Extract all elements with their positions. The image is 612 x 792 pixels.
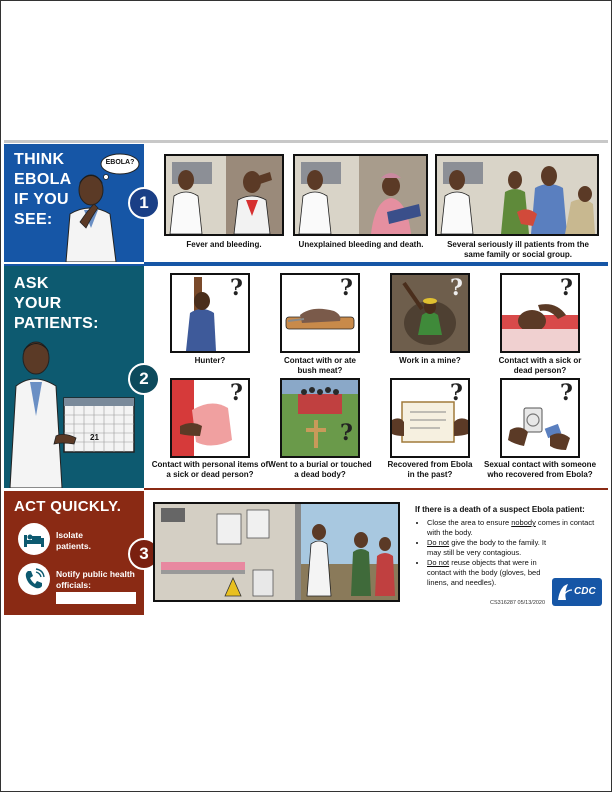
caption-burial: Went to a burial or touched a dead body? [268,460,372,479]
ask-patients-heading: ASK YOUR PATIENTS: [14,274,99,334]
heading-line: SEE: [14,211,53,228]
question-mark: ? [560,275,573,301]
caption-mine: Work in a mine? [399,356,461,365]
caption-ill-family: Several seriously ill patients from the … [447,240,589,259]
step-2-badge: 2 [128,363,160,395]
panel-unexplained-bleeding [293,154,428,236]
bed-glyph [24,534,44,547]
list-item: Do not give the body to the family. It m… [427,538,559,558]
bush-meat-illustration [285,308,355,330]
death-instructions-heading: If there is a death of a suspect Ebola p… [415,505,585,514]
bullet-emphasis: Do not [427,558,450,567]
condom-illustration [508,407,570,450]
patient-bed-icon [18,523,50,555]
panel-personal-items: ? [170,378,250,458]
list-item: Do not reuse objects that were in contac… [427,558,559,588]
panel-recovered: ? [390,378,470,458]
ill-family-illustration [437,156,597,234]
caption-bush-meat: Contact with or ate bush meat? [283,356,356,375]
thinking-doctor-illustration [65,153,140,262]
think-ebola-heading: THINK EBOLA IF YOU SEE: [14,150,72,230]
panel-isolation-room [153,502,400,602]
unexplained-bleeding-illustration [295,156,426,234]
act-quickly-heading: ACT QUICKLY. [14,498,122,515]
mine-worker-illustration [392,275,468,351]
panel-mine: ? [390,273,470,353]
heading-line: YOUR [14,295,62,312]
heading-line: PATIENTS: [14,315,99,332]
panel-sexual-contact: ? [500,378,580,458]
hhs-eagle-icon [558,584,573,600]
phone-glyph [25,568,45,589]
top-divider [4,140,608,143]
question-mark: ? [450,275,463,301]
panel-ill-family [435,154,599,236]
panel-hunter: ? [170,273,250,353]
heading-line: IF YOU [14,191,69,208]
bullet-text: Close the area to ensure [427,518,512,527]
question-mark: ? [560,380,573,406]
fever-bleeding-illustration [166,156,282,234]
question-mark: ? [340,420,353,446]
caption-unexplained-bleeding: Unexplained bleeding and death. [298,240,424,249]
question-mark: ? [340,275,353,301]
cdc-logo: CDC [552,578,602,606]
bullet-emphasis: Do not [427,538,450,547]
section-2-divider [144,488,608,490]
panel-sick-person: ? [500,273,580,353]
heading-line: THINK [14,151,65,168]
isolation-room-illustration [155,504,398,600]
caption-recovered: Recovered from Ebola in the past? [387,460,473,479]
think-ebola-band: THINK EBOLA IF YOU SEE: EBOLA? [4,144,144,262]
calendar-day-21: 21 [90,433,99,442]
panel-bush-meat: ? [280,273,360,353]
heading-line: EBOLA [14,171,72,188]
hunter-illustration [186,277,216,351]
ebola-thought-bubble: EBOLA? [105,159,135,166]
phone-icon [18,563,50,595]
personal-items-illustration [172,380,232,456]
publication-code: CS316287 05/13/2020 [490,600,546,606]
bullet-text: comes in contact with the body. [427,518,595,537]
bullet-emphasis: nobody [511,518,536,527]
question-mark: ? [230,380,243,406]
isolate-patients-label: Isolate patients. [56,530,91,551]
question-mark: ? [230,275,243,301]
death-instructions: If there is a death of a suspect Ebola p… [415,505,601,588]
notify-officials-label: Notify public health officials: [56,569,135,590]
cdc-logo-text: CDC [574,586,596,597]
question-mark: ? [450,380,463,406]
panel-fever-bleeding [164,154,284,236]
section-1-divider [144,262,608,264]
caption-sexual-contact: Sexual contact with someone who recovere… [483,460,597,479]
death-instructions-list: Close the area to ensure nobody comes in… [415,518,601,588]
bullet-text: give the body to the family. It may stil… [427,538,547,557]
heading-line: ASK [14,275,49,292]
burial-illustration [282,380,358,456]
health-official-contact-field[interactable] [56,592,136,604]
section-1-bottom-rule [4,264,608,266]
caption-hunter: Hunter? [194,356,226,365]
caption-fever-bleeding: Fever and bleeding. [186,240,262,249]
certificate-illustration [392,401,468,443]
panel-burial: ? [280,378,360,458]
caption-personal-items: Contact with personal items of a sick or… [151,460,269,479]
step-1-badge: 1 [128,187,160,219]
list-item: Close the area to ensure nobody comes in… [427,518,601,538]
bullet-text: reuse objects that were in contact with … [427,558,541,587]
caption-sick-person: Contact with a sick or dead person? [498,356,582,375]
ask-patients-band: ASK YOUR PATIENTS: 21 [4,266,144,488]
doctor-calendar-illustration [9,341,135,488]
sick-person-illustration [502,304,578,351]
